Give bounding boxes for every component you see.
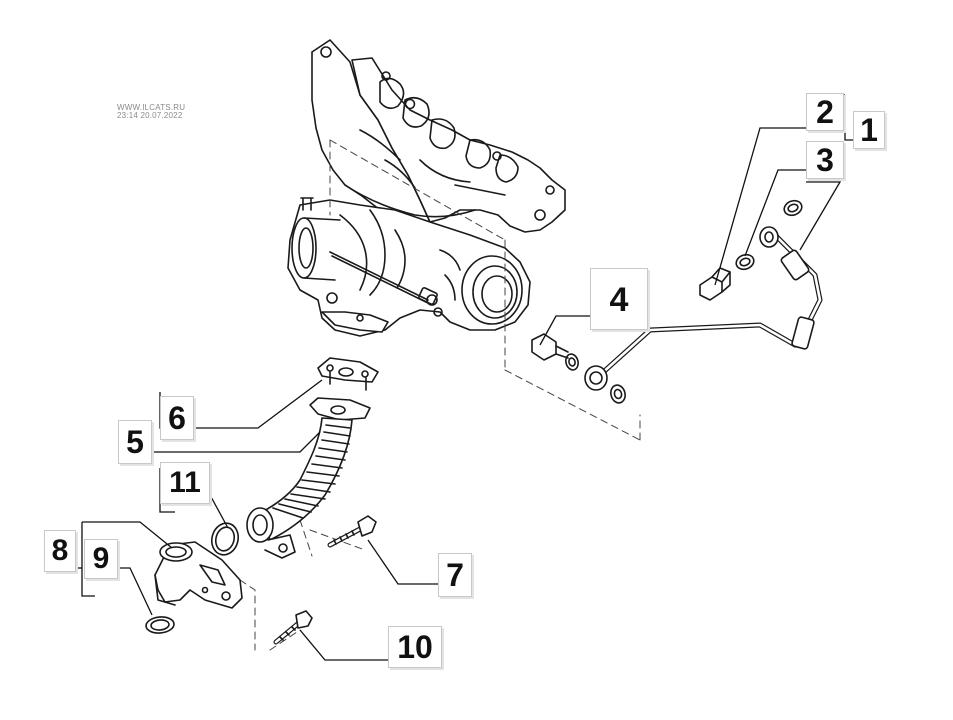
callout-4[interactable]: 4 xyxy=(590,268,648,330)
o-ring-9-icon xyxy=(145,616,175,634)
washer-icon xyxy=(735,199,803,271)
banjo-bolt-icon xyxy=(699,267,731,301)
exhaust-manifold-turbocharger-icon xyxy=(287,39,566,337)
callout-6[interactable]: 6 xyxy=(160,396,194,440)
o-ring-icon xyxy=(210,522,240,556)
callout-3[interactable]: 3 xyxy=(806,141,844,179)
gasket-icon xyxy=(317,357,379,391)
callout-11[interactable]: 11 xyxy=(160,462,210,504)
watermark-site: WWW.ILCATS.RU xyxy=(117,103,186,112)
callout-10[interactable]: 10 xyxy=(388,626,442,668)
banjo-bolt-4-icon xyxy=(531,333,626,404)
callout-7[interactable]: 7 xyxy=(438,553,472,597)
watermark-timestamp: 23:14 20.07.2022 xyxy=(117,111,183,120)
oil-pipe-icon xyxy=(584,226,823,391)
leader-lines xyxy=(78,94,853,661)
bolt-10-icon xyxy=(273,610,313,645)
oil-return-hose-icon xyxy=(246,397,371,559)
callout-9[interactable]: 9 xyxy=(84,539,118,579)
bolt-icon xyxy=(327,515,377,548)
callout-1[interactable]: 1 xyxy=(853,111,885,149)
callout-8[interactable]: 8 xyxy=(44,530,76,572)
callout-2[interactable]: 2 xyxy=(806,93,844,131)
callout-5[interactable]: 5 xyxy=(118,420,152,464)
elbow-fitting-icon xyxy=(154,541,243,609)
